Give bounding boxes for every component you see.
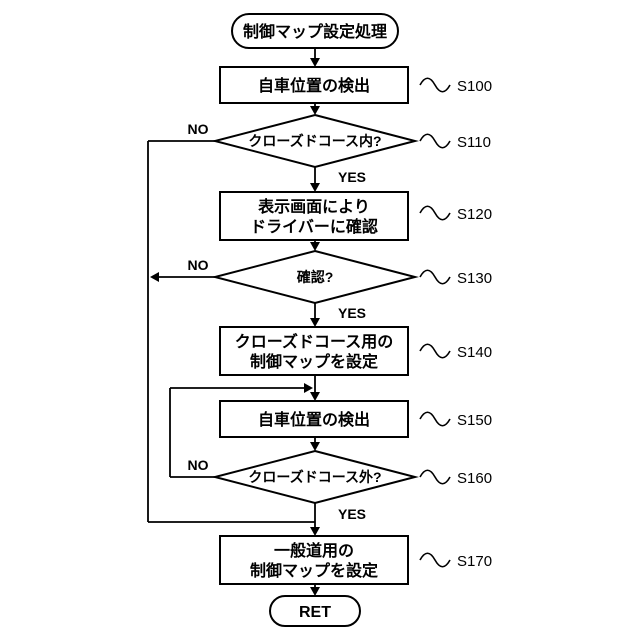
step-id: S120 xyxy=(457,206,492,223)
tilde-connector-icon xyxy=(419,205,451,221)
connector-s120-s130 xyxy=(310,240,320,251)
step-ref-s140: S140 xyxy=(419,343,492,361)
connector-s170-ret xyxy=(310,584,320,596)
no-label: NO xyxy=(188,121,209,137)
arrow-down-icon xyxy=(310,392,320,401)
process-label-line1: 一般道用の xyxy=(274,541,354,560)
decision-label: クローズドコース内? xyxy=(248,133,381,149)
arrow-down-icon xyxy=(310,242,320,251)
end-terminal: RET xyxy=(269,595,361,627)
arrow-down-icon xyxy=(310,58,320,67)
step-ref-s150: S150 xyxy=(419,411,492,429)
arrow-down-icon xyxy=(310,318,320,327)
step-id: S140 xyxy=(457,344,492,361)
connector-s150-s160 xyxy=(310,437,320,451)
branch-yes-s130: YES xyxy=(310,303,366,327)
process-shape xyxy=(219,326,409,376)
step-ref-s100: S100 xyxy=(419,77,492,95)
process-shape xyxy=(219,400,409,438)
decision-shape xyxy=(211,249,419,305)
process-s120: 表示画面により ドライバーに確認 xyxy=(219,191,409,241)
yes-label: YES xyxy=(338,506,366,522)
yes-label: YES xyxy=(338,305,366,321)
step-id: S130 xyxy=(457,270,492,287)
branch-no-s110: NO xyxy=(147,121,315,523)
step-id: S150 xyxy=(457,412,492,429)
process-label-line2: 制御マップを設定 xyxy=(250,352,378,371)
ret-label: RET xyxy=(299,604,331,621)
arrow-down-icon xyxy=(310,183,320,192)
branch-yes-s160: YES xyxy=(310,503,366,536)
arrow-left-icon xyxy=(150,272,159,282)
start-terminal: 制御マップ設定処理 xyxy=(231,13,399,49)
connector-s140-s150 xyxy=(310,375,320,401)
decision-label: 確認? xyxy=(297,269,334,285)
process-shape xyxy=(219,535,409,585)
tilde-connector-icon xyxy=(419,411,451,427)
process-label: 自車位置の検出 xyxy=(258,76,370,95)
connector-start-s100 xyxy=(310,48,320,67)
tilde-connector-icon xyxy=(419,469,451,485)
step-ref-s160: S160 xyxy=(419,469,492,487)
step-ref-s120: S120 xyxy=(419,205,492,223)
tilde-connector-icon xyxy=(419,133,451,149)
connector-s100-s110 xyxy=(310,103,320,115)
branch-no-s130: NO xyxy=(150,257,215,282)
step-id: S160 xyxy=(457,470,492,487)
branch-yes-s110: YES xyxy=(310,167,366,192)
process-label-line2: ドライバーに確認 xyxy=(250,217,378,236)
terminal-shape xyxy=(231,13,399,49)
step-ref-s170: S170 xyxy=(419,552,492,570)
start-label: 制御マップ設定処理 xyxy=(243,22,387,41)
step-ref-s130: S130 xyxy=(419,269,492,287)
process-label-line1: 表示画面により xyxy=(257,197,370,216)
terminal-shape xyxy=(269,595,361,627)
no-label: NO xyxy=(188,457,209,473)
arrow-down-icon xyxy=(310,587,320,596)
decision-s160: クローズドコース外? xyxy=(211,449,419,505)
process-shape xyxy=(219,191,409,241)
decision-shape xyxy=(211,113,419,169)
tilde-connector-icon xyxy=(419,269,451,285)
process-label: 自車位置の検出 xyxy=(258,410,370,429)
arrow-right-icon xyxy=(304,383,313,393)
decision-label: クローズドコース外? xyxy=(248,469,381,485)
tilde-connector-icon xyxy=(419,77,451,93)
decision-s130: 確認? xyxy=(211,249,419,305)
step-ref-s110: S110 xyxy=(419,133,491,151)
decision-s110: クローズドコース内? xyxy=(211,113,419,169)
decision-shape xyxy=(211,449,419,505)
process-shape xyxy=(219,66,409,104)
step-id: S170 xyxy=(457,553,492,570)
arrow-down-icon xyxy=(310,106,320,115)
yes-label: YES xyxy=(338,169,366,185)
step-id: S100 xyxy=(457,78,492,95)
process-s150: 自車位置の検出 xyxy=(219,400,409,438)
no-label: NO xyxy=(188,257,209,273)
process-label-line1: クローズドコース用の xyxy=(235,332,393,351)
loop-no-s160: NO xyxy=(169,383,313,478)
process-s170: 一般道用の 制御マップを設定 xyxy=(219,535,409,585)
step-id: S110 xyxy=(457,134,491,151)
arrow-down-icon xyxy=(310,527,320,536)
process-s140: クローズドコース用の 制御マップを設定 xyxy=(219,326,409,376)
tilde-connector-icon xyxy=(419,343,451,359)
tilde-connector-icon xyxy=(419,552,451,568)
process-label-line2: 制御マップを設定 xyxy=(250,561,378,580)
process-s100: 自車位置の検出 xyxy=(219,66,409,104)
arrow-down-icon xyxy=(310,442,320,451)
